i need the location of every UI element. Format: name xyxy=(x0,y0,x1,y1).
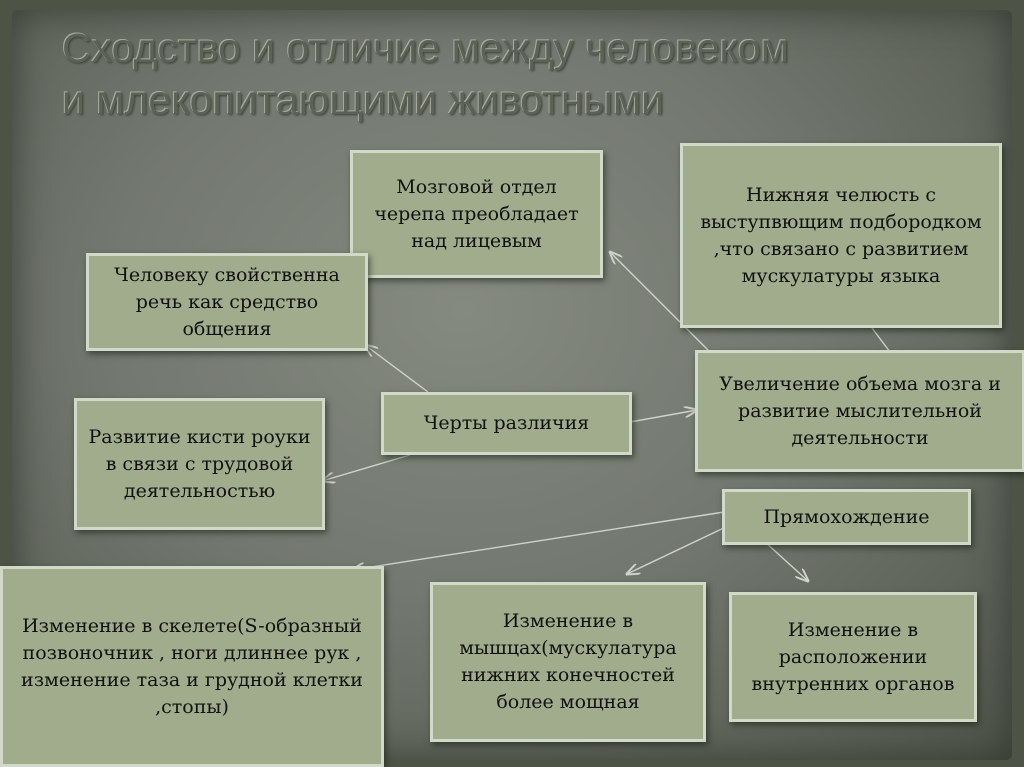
box-jaw: Нижняя челюсть с выступвющим подбородком… xyxy=(680,143,1002,328)
box-skeleton: Изменение в скелете(S-образный позвоночн… xyxy=(0,566,384,767)
title-line-2: и млекопитающими животными xyxy=(62,77,665,123)
title-line-1: Сходство и отличие между человеком xyxy=(62,25,789,71)
box-organs: Изменение в расположении внутренних орга… xyxy=(729,592,977,722)
box-hand: Развитие кисти роуки в связи с трудовой … xyxy=(74,398,325,530)
box-brain-volume: Увеличение объема мозга и развитие мысли… xyxy=(695,350,1024,472)
box-brain-cranium: Мозговой отдел черепа преобладает над ли… xyxy=(350,150,603,278)
box-speech: Человеку свойственна речь как средство о… xyxy=(86,253,368,351)
box-muscles: Изменение в мышцах(мускулатура нижних ко… xyxy=(430,582,706,742)
slide-title: Сходство и отличие между человеком и мле… xyxy=(62,22,982,126)
box-center-differences: Черты различия xyxy=(381,392,632,455)
box-upright: Прямохождение xyxy=(722,489,971,545)
